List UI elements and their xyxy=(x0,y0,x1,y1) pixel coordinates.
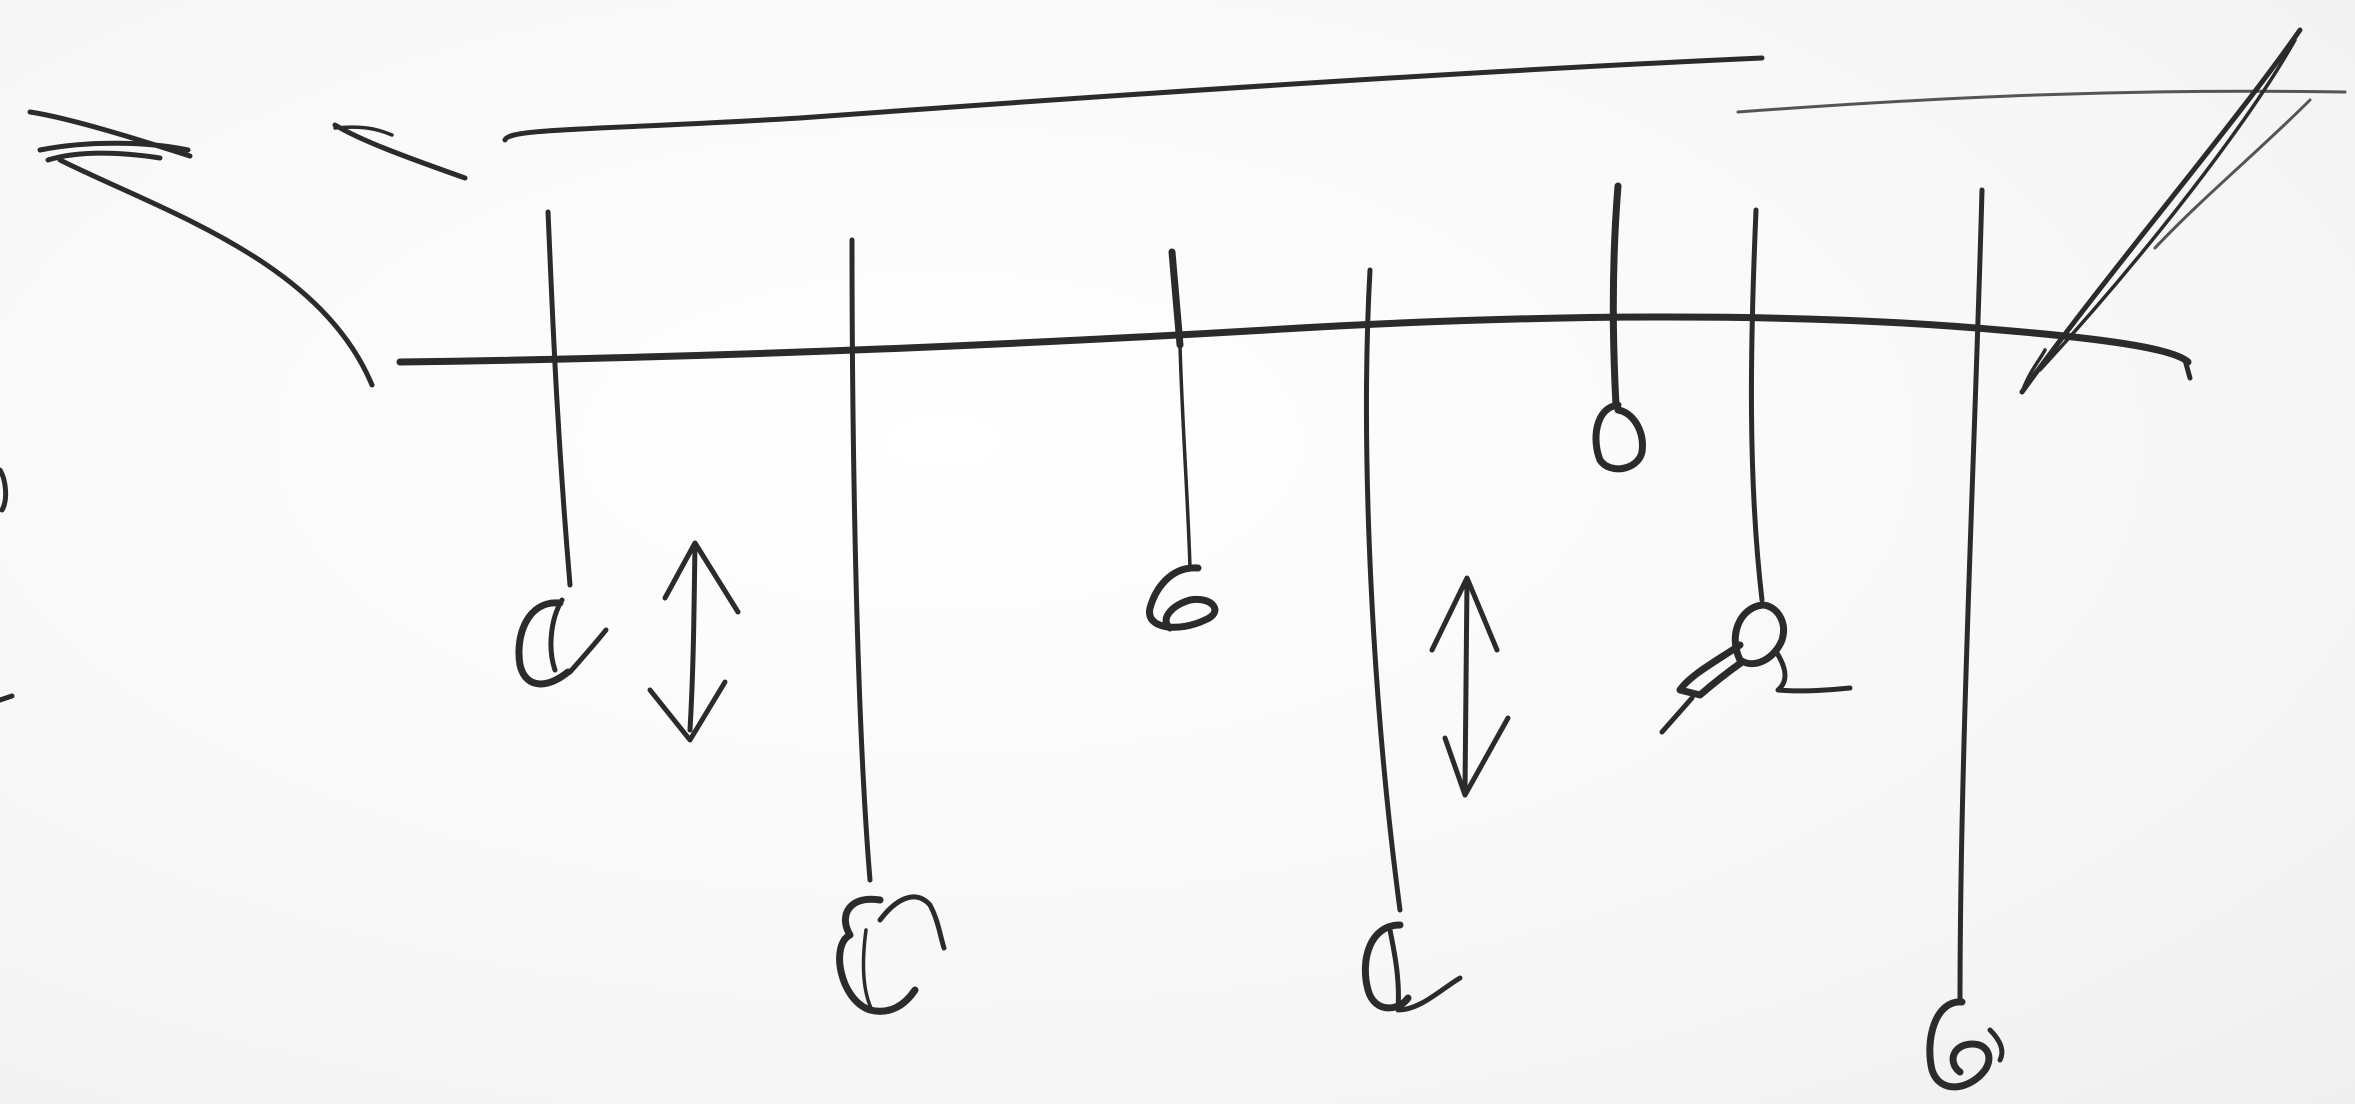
hook-7-tail xyxy=(1987,1027,2005,1063)
slash-stroke-1 xyxy=(2019,27,2303,395)
string-4-line xyxy=(1364,267,1403,913)
double-arrow-1-down-head xyxy=(647,679,728,743)
upper-horizontal-line xyxy=(502,55,1765,143)
slash-stroke-2 xyxy=(2038,38,2297,372)
double-arrow-2-down-head xyxy=(1442,715,1511,798)
arrowhead-stroke-2 xyxy=(37,140,191,153)
hanging-string-6 xyxy=(1659,207,1853,735)
string-2-line xyxy=(849,237,873,883)
double-arrow-1 xyxy=(647,540,741,743)
hanging-string-7 xyxy=(1926,187,2005,1091)
clip-6-ring xyxy=(1731,601,1787,668)
hook-1-inner xyxy=(548,597,565,673)
arrow-shaft-diagonal xyxy=(57,157,375,388)
left-edge-mark-1 xyxy=(0,467,9,513)
double-arrow-1-up-head xyxy=(662,540,741,615)
hook-7 xyxy=(1926,998,1993,1091)
string-6-line xyxy=(1748,207,1765,603)
hanging-string-4 xyxy=(1361,267,1463,1013)
lower-horizontal-line xyxy=(396,313,2192,366)
clip-6-handle xyxy=(1659,695,1695,735)
arrow-feather-1 xyxy=(332,122,468,181)
hook-2-tail xyxy=(877,894,947,951)
hook-4 xyxy=(1361,921,1412,1012)
hook-2-inner xyxy=(861,928,874,1012)
hanging-string-5 xyxy=(1592,182,1646,473)
hook-2 xyxy=(836,895,919,1015)
double-arrow-2-shaft xyxy=(1462,577,1470,793)
string-3-line xyxy=(1178,343,1192,570)
arrowhead-stroke-3 xyxy=(45,150,163,163)
string-3-top xyxy=(1168,248,1184,349)
hook-1 xyxy=(515,599,572,688)
hook-4-tail xyxy=(1387,927,1463,1013)
hanging-string-2 xyxy=(836,237,947,1015)
slash-stroke-3 xyxy=(2153,98,2312,250)
clip-6-tail xyxy=(1772,647,1853,694)
upper-right-faint-line xyxy=(1736,89,2347,114)
ring-5 xyxy=(1592,401,1646,473)
arrow-feather-2 xyxy=(333,125,394,137)
double-arrow-2-up-head xyxy=(1429,575,1500,653)
arrowhead-left xyxy=(27,109,468,388)
clip-6-jaw xyxy=(1676,641,1746,699)
double-arrow-2 xyxy=(1429,575,1511,798)
string-5-line xyxy=(1609,182,1622,409)
diagonal-slash-right xyxy=(2019,27,2312,395)
string-1-line xyxy=(545,209,573,588)
double-arrow-1-shaft xyxy=(687,542,698,733)
hanging-string-1 xyxy=(515,209,609,688)
slash-end-tick xyxy=(2020,348,2047,394)
arrowhead-stroke-1 xyxy=(27,109,193,159)
hook-1-tail xyxy=(567,627,609,675)
lower-line-end-tick xyxy=(2182,357,2193,381)
left-edge-mark-2 xyxy=(0,693,15,703)
string-7-line xyxy=(1957,187,1985,1005)
hanging-string-3 xyxy=(1146,248,1219,632)
hook-3 xyxy=(1146,564,1219,632)
